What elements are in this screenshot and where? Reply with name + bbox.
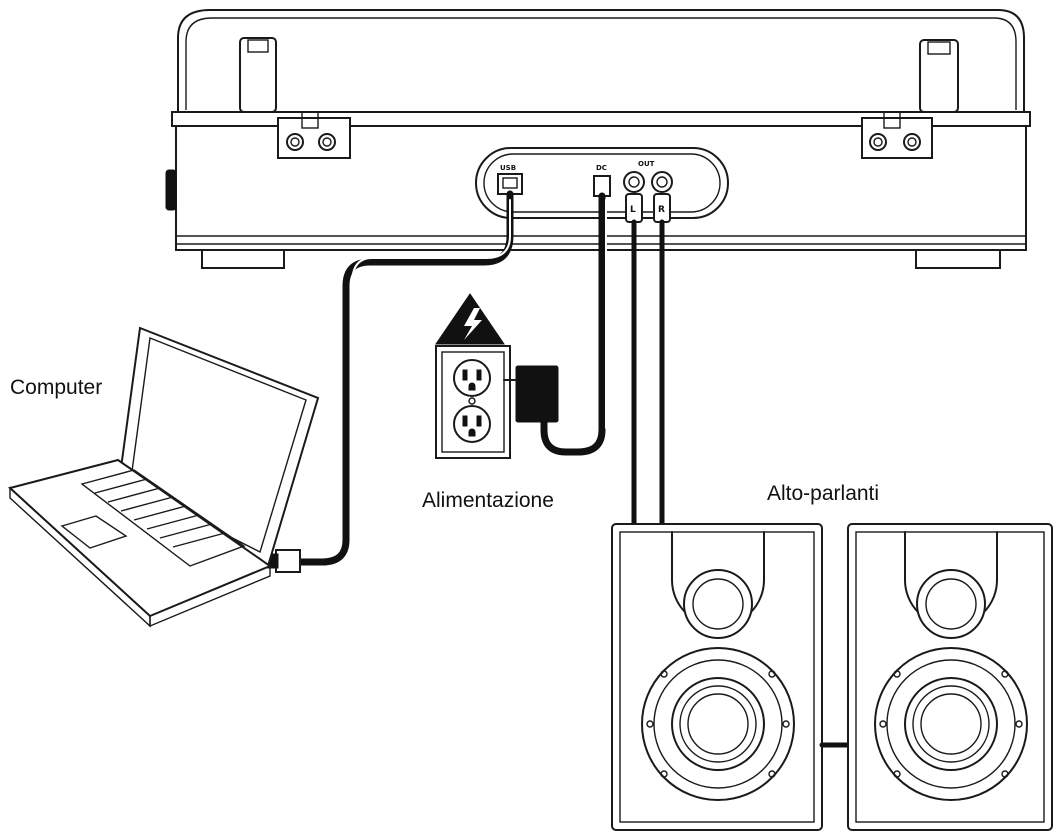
high-voltage-warning-icon: [435, 293, 505, 345]
power-source: [435, 293, 559, 459]
power-adapter: [515, 365, 559, 423]
rca-out-left: L: [623, 171, 645, 223]
hinge-bracket-left: [277, 111, 351, 159]
foot-left: [201, 249, 285, 269]
side-knob: [165, 169, 177, 211]
hinge-right: [919, 39, 959, 113]
rca-cables: [631, 219, 665, 527]
out-port-label: OUT: [638, 160, 655, 168]
speakers-label: Alto-parlanti: [767, 482, 880, 505]
usb-port-label: USB: [500, 164, 516, 172]
laptop-icon: [7, 326, 320, 628]
power-cable: [540, 192, 607, 456]
usb-plug: [275, 549, 301, 573]
computer-label: Computer: [10, 376, 103, 399]
dc-port-label: DC: [596, 164, 607, 172]
usb-cable: [267, 190, 514, 573]
turntable: USB DC OUT L R: [165, 9, 1031, 269]
hinge-left: [239, 37, 277, 113]
wall-outlet-icon: [435, 345, 511, 459]
speaker-right: [847, 523, 1053, 831]
channel-right-label: R: [658, 205, 665, 215]
channel-left-label: L: [630, 205, 636, 215]
power-label: Alimentazione: [422, 489, 554, 512]
speaker-left: [611, 523, 823, 831]
rca-out-right: R: [651, 171, 673, 223]
foot-right: [915, 249, 1001, 269]
hinge-bracket-right: [861, 111, 933, 159]
dust-cover: [177, 9, 1025, 113]
